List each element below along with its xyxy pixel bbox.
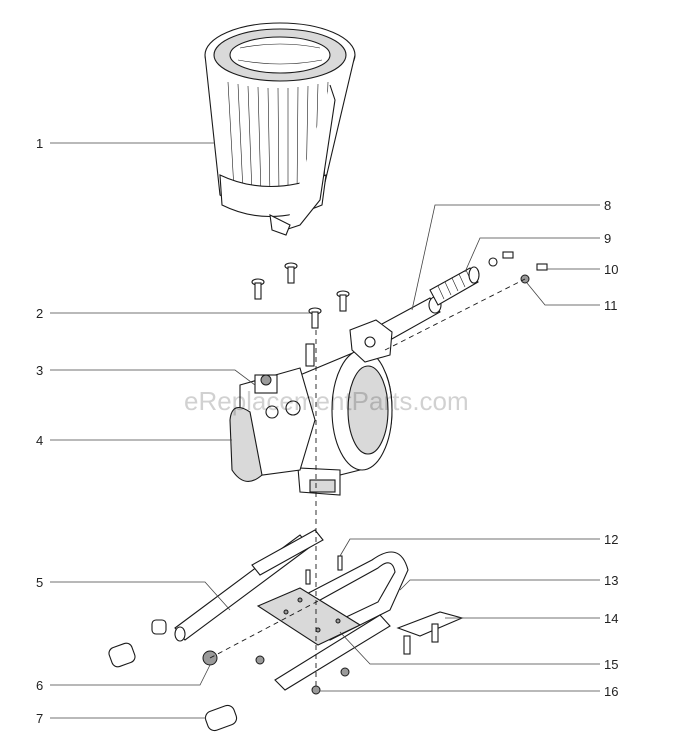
callout-6: 6 [36,678,43,693]
callout-5: 5 [36,575,43,590]
callout-14: 14 [604,611,618,626]
callout-13: 13 [604,573,618,588]
callout-2: 2 [36,306,43,321]
callout-4: 4 [36,433,43,448]
pins-nuts-part [255,555,350,695]
watermark-text: eReplacementParts.com [184,386,469,416]
callout-labels: 1 2 3 4 5 6 7 8 9 10 11 12 13 14 15 16 [36,136,618,726]
hopper-bucket-part [204,22,356,236]
carriage-bolts-part [251,262,350,329]
leg-tubes-part [174,529,324,642]
caps-feet-part [108,619,238,732]
callout-3: 3 [36,363,43,378]
callout-1: 1 [36,136,43,151]
pump-motor-assembly-part [229,343,393,496]
callout-11: 11 [604,298,618,313]
callout-16: 16 [604,684,618,699]
callout-8: 8 [604,198,611,213]
assembly-dashed-lines [209,278,526,690]
callout-7: 7 [36,711,43,726]
leader-lines [50,142,600,719]
grip-part [429,266,480,306]
callout-10: 10 [604,262,618,277]
callout-9: 9 [604,231,611,246]
callout-15: 15 [604,657,618,672]
tube-bracket-part [349,296,442,363]
callout-12: 12 [604,532,618,547]
screw-washer-part [488,251,548,284]
